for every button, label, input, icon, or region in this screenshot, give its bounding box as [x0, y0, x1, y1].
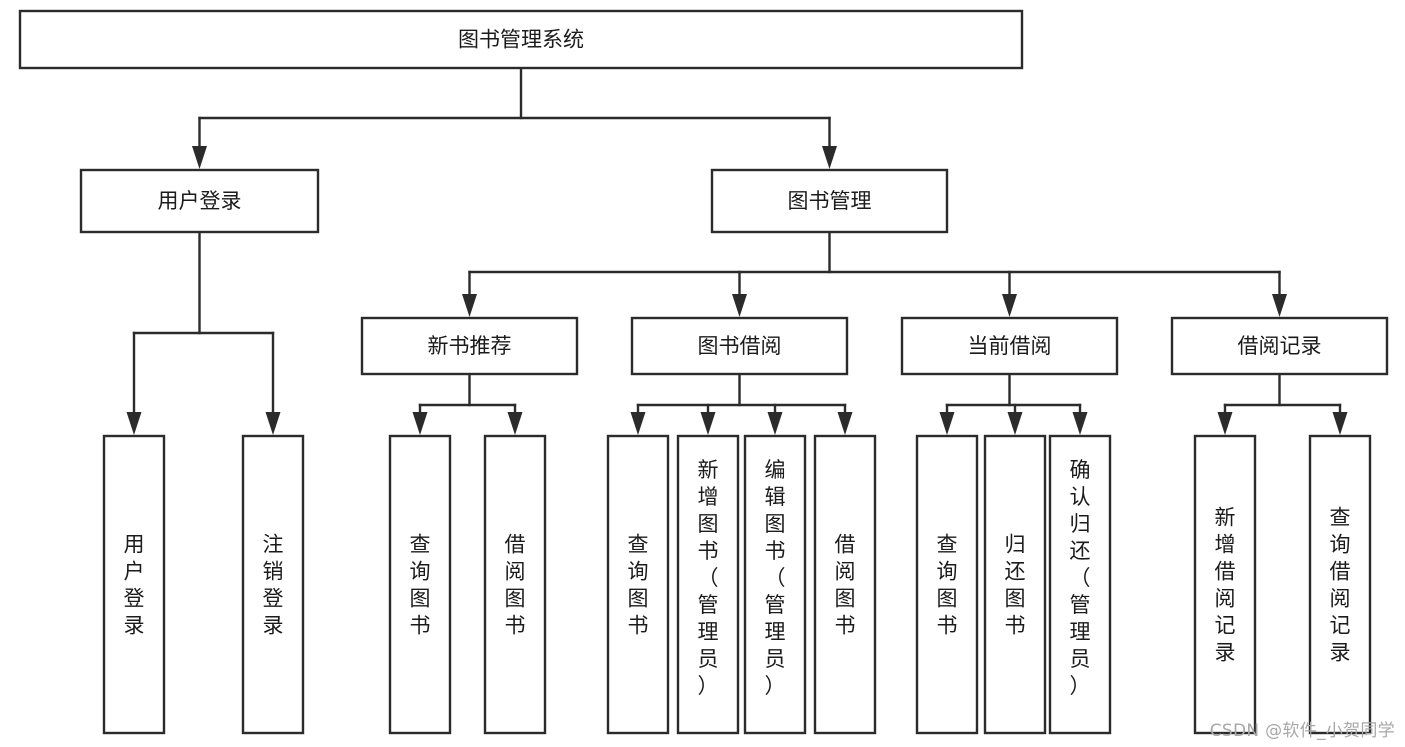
arrow-head-icon — [412, 412, 428, 435]
arrow-head-icon — [192, 146, 207, 169]
node-book-management[interactable]: 图书管理 — [710, 168, 949, 234]
node-label: 查询借阅记录 — [1330, 506, 1351, 665]
node-box[interactable] — [1170, 316, 1389, 376]
arrow-head-icon — [507, 412, 523, 435]
node-box[interactable] — [388, 434, 452, 735]
node-box[interactable] — [1193, 434, 1257, 735]
arrow-head-icon — [837, 412, 853, 435]
node-box[interactable] — [915, 434, 979, 735]
node-box[interactable] — [710, 168, 949, 234]
node-label: 借阅记录 — [1238, 334, 1322, 358]
node-box[interactable] — [900, 316, 1119, 376]
node-box[interactable] — [360, 316, 579, 376]
node-label: 借阅图书 — [835, 533, 856, 638]
connectors-layer — [126, 66, 1348, 435]
node-label: 注销登录 — [263, 533, 284, 638]
arrow-head-icon — [462, 294, 477, 317]
node-label: 用户登录 — [158, 189, 242, 213]
arrow-head-icon — [939, 412, 955, 435]
connector-group-current-borrow — [939, 372, 1088, 435]
arrow-head-icon — [767, 412, 783, 435]
connector-group-new-book-recommend — [412, 372, 523, 435]
node-leaf-add-borrow-record[interactable]: 新增借阅记录 — [1193, 434, 1257, 735]
node-box[interactable] — [676, 434, 740, 735]
node-borrow-record[interactable]: 借阅记录 — [1170, 316, 1389, 376]
arrow-head-icon — [1217, 412, 1233, 435]
watermark-label: CSDN @软件_小贺同学 — [1209, 721, 1395, 741]
node-label: 用户登录 — [124, 533, 145, 638]
node-box[interactable] — [102, 434, 166, 735]
connector-group-root — [192, 66, 837, 169]
arrow-head-icon — [630, 412, 646, 435]
nodes-layer: 图书管理系统用户登录图书管理新书推荐图书借阅当前借阅借阅记录用户登录注销登录查询… — [18, 9, 1389, 735]
arrow-head-icon — [700, 412, 716, 435]
node-current-borrow[interactable]: 当前借阅 — [900, 316, 1119, 376]
node-label: 新增图书（管理员） — [698, 458, 719, 698]
node-box[interactable] — [1308, 434, 1372, 735]
node-label: 确认归还（管理员） — [1070, 458, 1091, 698]
node-label: 新书推荐 — [428, 334, 512, 358]
node-label: 查询图书 — [410, 533, 431, 638]
arrow-head-icon — [1072, 412, 1088, 435]
node-box[interactable] — [813, 434, 877, 735]
node-label: 查询图书 — [937, 533, 958, 638]
node-label: 新增借阅记录 — [1215, 506, 1236, 665]
arrow-head-icon — [126, 412, 142, 435]
connector-group-book-borrow — [630, 372, 853, 435]
connector-group-borrow-record — [1217, 372, 1348, 435]
arrow-head-icon — [1002, 294, 1017, 317]
arrow-head-icon — [1332, 412, 1348, 435]
node-label: 借阅图书 — [505, 533, 526, 638]
arrow-head-icon — [732, 294, 747, 317]
node-box[interactable] — [743, 434, 807, 735]
node-leaf-add-book[interactable]: 新增图书（管理员） — [676, 434, 740, 735]
node-box[interactable] — [483, 434, 547, 735]
arrow-head-icon — [1272, 294, 1287, 317]
node-box[interactable] — [241, 434, 305, 735]
node-leaf-query-borrow-record[interactable]: 查询借阅记录 — [1308, 434, 1372, 735]
node-leaf-logout[interactable]: 注销登录 — [241, 434, 305, 735]
node-leaf-query-book-recommend[interactable]: 查询图书 — [388, 434, 452, 735]
node-label: 归还图书 — [1005, 533, 1026, 638]
node-label: 图书管理 — [788, 189, 872, 213]
arrow-head-icon — [1007, 412, 1023, 435]
node-new-book-recommend[interactable]: 新书推荐 — [360, 316, 579, 376]
node-book-borrow[interactable]: 图书借阅 — [630, 316, 849, 376]
node-box[interactable] — [630, 316, 849, 376]
node-leaf-borrow-book-recommend[interactable]: 借阅图书 — [483, 434, 547, 735]
node-label: 图书管理系统 — [458, 28, 584, 52]
node-leaf-borrow-book[interactable]: 借阅图书 — [813, 434, 877, 735]
node-leaf-confirm-return[interactable]: 确认归还（管理员） — [1048, 434, 1112, 735]
node-box[interactable] — [1048, 434, 1112, 735]
node-label: 图书借阅 — [698, 334, 782, 358]
node-label: 编辑图书（管理员） — [765, 458, 786, 698]
connector-group-book-management — [462, 230, 1287, 317]
arrow-head-icon — [265, 412, 281, 435]
node-box[interactable] — [983, 434, 1047, 735]
arrow-head-icon — [822, 146, 837, 169]
node-label: 查询图书 — [628, 533, 649, 638]
node-user-login[interactable]: 用户登录 — [79, 168, 320, 234]
connector-group-user-login — [126, 230, 281, 435]
node-box[interactable] — [79, 168, 320, 234]
node-leaf-edit-book[interactable]: 编辑图书（管理员） — [743, 434, 807, 735]
node-leaf-query-book-current[interactable]: 查询图书 — [915, 434, 979, 735]
node-box[interactable] — [18, 9, 1024, 70]
node-box[interactable] — [606, 434, 670, 735]
node-label: 当前借阅 — [968, 334, 1052, 358]
node-leaf-return-book[interactable]: 归还图书 — [983, 434, 1047, 735]
node-leaf-query-book-borrow[interactable]: 查询图书 — [606, 434, 670, 735]
node-leaf-user-login[interactable]: 用户登录 — [102, 434, 166, 735]
node-root[interactable]: 图书管理系统 — [18, 9, 1024, 70]
